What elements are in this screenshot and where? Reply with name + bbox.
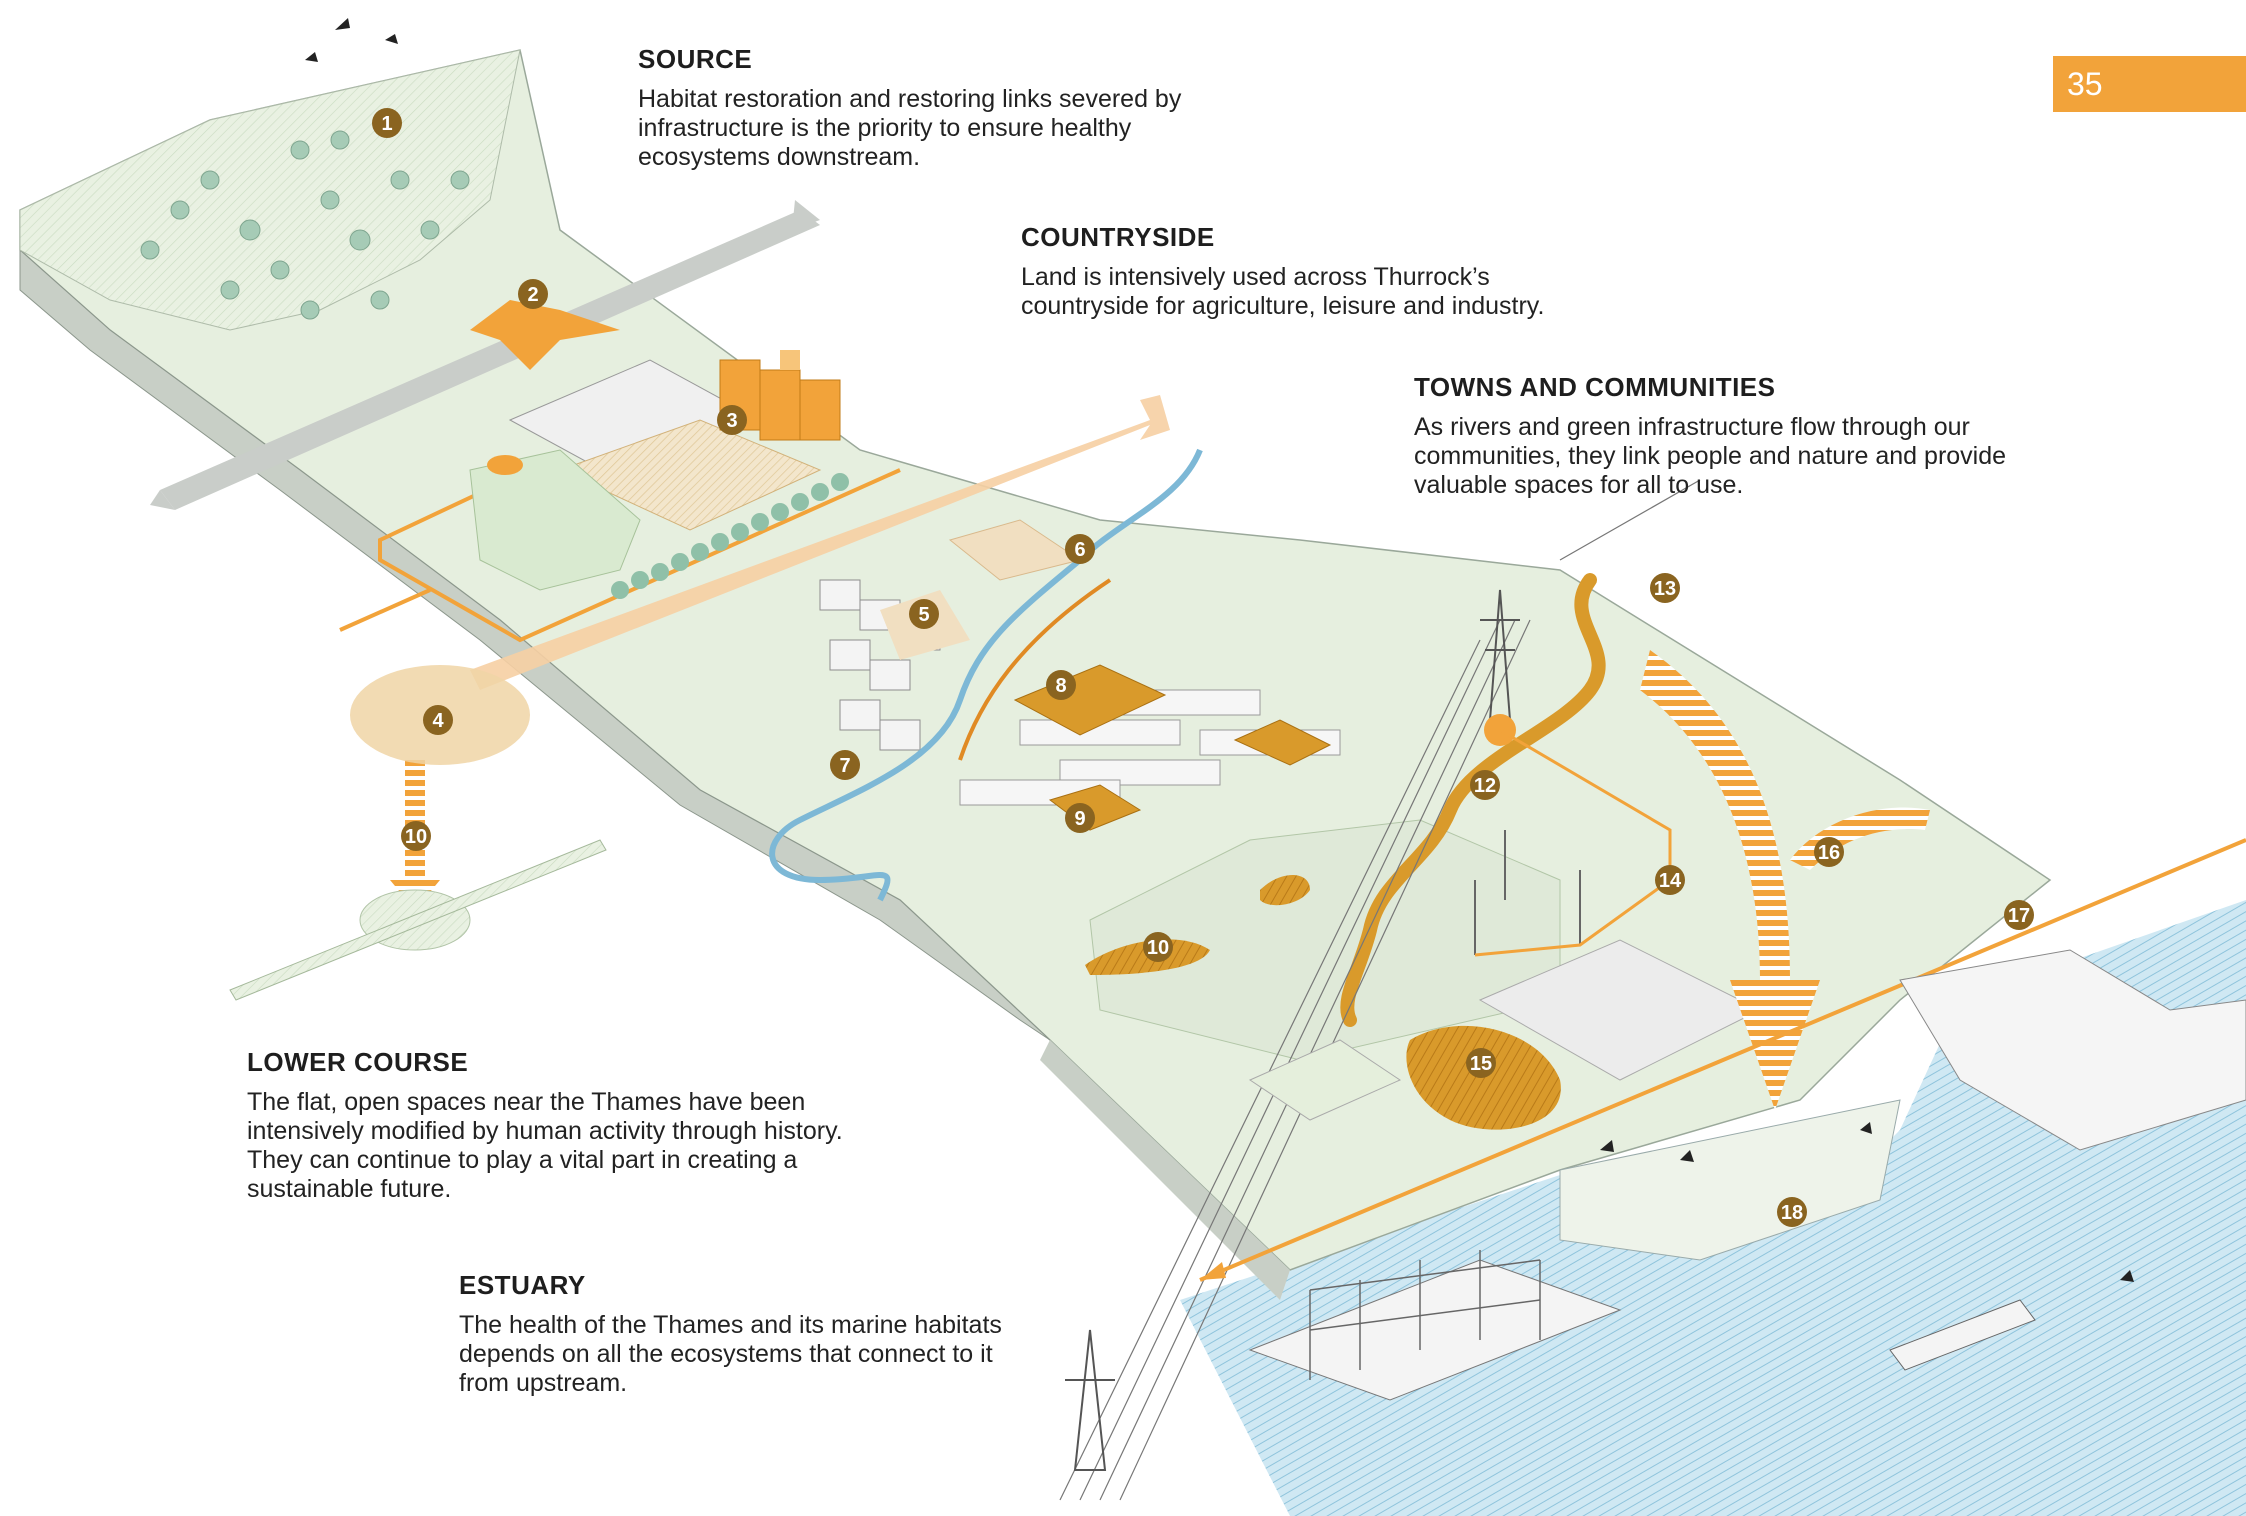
towns-heading: TOWNS AND COMMUNITIES xyxy=(1414,372,1776,402)
estuary-heading: ESTUARY xyxy=(459,1270,586,1300)
woodland-trees xyxy=(140,130,470,320)
marker-4: 4 xyxy=(423,705,453,735)
landscape-slab-side xyxy=(19,248,1051,1041)
marker-10-lower: 10 xyxy=(1143,932,1173,962)
marker-10-lower-label: 10 xyxy=(1147,937,1169,959)
leisure-park xyxy=(469,449,641,591)
highway-arrow-tail xyxy=(150,490,175,510)
countryside-text-block: COUNTRYSIDE Land is intensively used acr… xyxy=(1021,222,1581,321)
marker-9: 9 xyxy=(1065,803,1095,833)
wildlife-crossing-arrow xyxy=(470,300,620,370)
estuary-shoreline xyxy=(1559,1099,1901,1261)
lower-course-heading: LOWER COURSE xyxy=(247,1047,469,1077)
flood-flow-arrow-13 xyxy=(1640,650,1820,1110)
lower-course-body: The flat, open spaces near the Thames ha… xyxy=(247,1088,843,1203)
marker-7-label: 7 xyxy=(839,755,850,777)
birds xyxy=(305,18,2134,1282)
marker-8-label: 8 xyxy=(1055,675,1066,697)
marker-18-label: 18 xyxy=(1781,1202,1803,1224)
estuary-body: The health of the Thames and its marine … xyxy=(459,1311,1002,1397)
marker-18: 18 xyxy=(1777,1197,1807,1227)
marker-14: 14 xyxy=(1655,865,1685,895)
marker-13-label: 13 xyxy=(1654,578,1676,600)
source-body: Habitat restoration and restoring links … xyxy=(638,85,1182,171)
linear-corridor-17-arrowhead xyxy=(1200,1262,1226,1280)
town-river-orange-path xyxy=(958,578,1112,761)
linear-corridor-17 xyxy=(1199,838,2246,1282)
town-housing xyxy=(819,579,941,751)
highway-arrow-head xyxy=(792,200,820,230)
ship xyxy=(1889,1299,2036,1371)
countryside-body: Land is intensively used across Thurrock… xyxy=(1021,263,1545,320)
marker-4-label: 4 xyxy=(432,710,444,732)
marker-7: 7 xyxy=(830,750,860,780)
marker-3-label: 3 xyxy=(726,410,737,432)
highway-road xyxy=(160,210,820,510)
marker-6: 6 xyxy=(1065,534,1095,564)
marker-9-label: 9 xyxy=(1074,808,1085,830)
crop-field-grid-2 xyxy=(1248,1039,1402,1121)
marker-16-label: 16 xyxy=(1818,842,1840,864)
lower-course-text-block: LOWER COURSE The flat, open spaces near … xyxy=(247,1047,847,1204)
towns-text-block: TOWNS AND COMMUNITIES As rivers and gree… xyxy=(1414,372,2054,500)
marker-13: 13 xyxy=(1650,573,1680,603)
marsh-patch-10b xyxy=(1260,875,1310,906)
marker-10-upper: 10 xyxy=(401,821,431,851)
towns-body: As rivers and green infrastructure flow … xyxy=(1414,413,2007,499)
jetty-frame xyxy=(1309,1250,1541,1380)
landscape-slab-side-lower xyxy=(1040,1040,1290,1300)
source-heading: SOURCE xyxy=(638,44,753,74)
power-pylon-lower xyxy=(1065,1329,1115,1471)
lake-pond xyxy=(487,455,523,475)
tree-row-boundary xyxy=(611,473,849,599)
meandering-river-12 xyxy=(1340,573,1606,1027)
source-text-block: SOURCE Habitat restoration and restoring… xyxy=(638,44,1198,172)
marker-15-label: 15 xyxy=(1470,1053,1492,1075)
thames-estuary-water xyxy=(1180,1020,2246,1516)
marker-2: 2 xyxy=(518,279,548,309)
marker-15: 15 xyxy=(1466,1048,1496,1078)
page-number-tab: 35 xyxy=(2053,56,2246,112)
wind-turbines xyxy=(1474,830,1581,955)
marker-1: 1 xyxy=(372,108,402,138)
marker-8: 8 xyxy=(1046,670,1076,700)
marker-12-label: 12 xyxy=(1474,775,1496,797)
green-corridor-arrow xyxy=(470,395,1170,690)
marker-16: 16 xyxy=(1814,837,1844,867)
wetland-15 xyxy=(1406,1025,1561,1130)
estuary-text-block: ESTUARY The health of the Thames and its… xyxy=(459,1270,1019,1398)
page-number: 35 xyxy=(2067,66,2103,102)
allotment-field-9b xyxy=(1233,719,1332,766)
lower-course-strip xyxy=(229,839,607,1001)
marker-6-label: 6 xyxy=(1074,539,1085,561)
marker-2-label: 2 xyxy=(527,284,538,306)
farm-field-countryside xyxy=(558,419,822,531)
countryside-heading: COUNTRYSIDE xyxy=(1021,222,1215,252)
marker-10-upper-label: 10 xyxy=(405,826,427,848)
marker-17: 17 xyxy=(2004,900,2034,930)
marker-17-label: 17 xyxy=(2008,905,2030,927)
town-river xyxy=(769,448,1203,902)
energy-branch-arrow xyxy=(339,588,431,632)
marker-12: 12 xyxy=(1470,770,1500,800)
fort-structure xyxy=(1899,949,2246,1151)
marker-5: 5 xyxy=(909,599,939,629)
marker-5-label: 5 xyxy=(918,604,929,626)
marker-1-label: 1 xyxy=(381,113,392,135)
marker-14-label: 14 xyxy=(1659,870,1682,892)
marker-3: 3 xyxy=(717,405,747,435)
jetty-structure xyxy=(1248,1259,1622,1401)
lower-course-marsh xyxy=(1089,819,1561,1061)
